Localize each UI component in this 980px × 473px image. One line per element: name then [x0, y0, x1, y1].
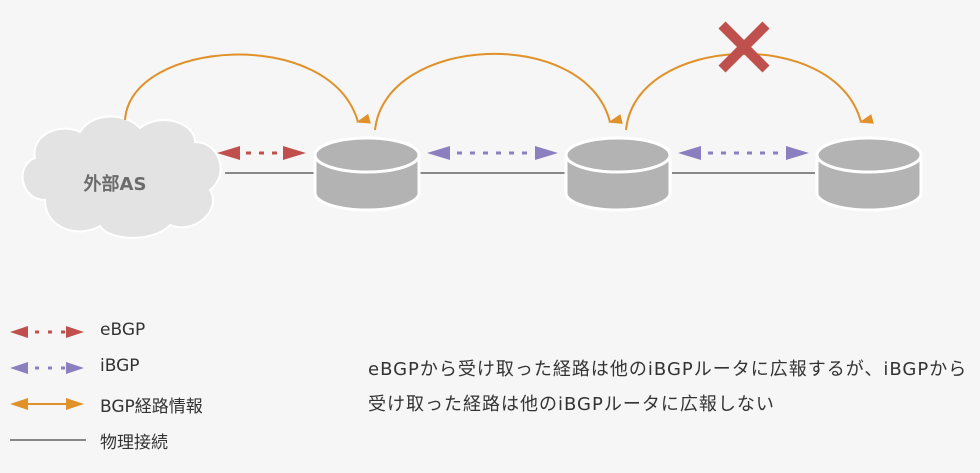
route-flow-arrow [374, 53, 623, 131]
ibgp-link-arrow [427, 146, 558, 160]
cloud-icon [21, 115, 222, 239]
legend-label: 物理接続 [100, 433, 168, 453]
external-as-label: 外部AS [83, 174, 147, 195]
router-icon [815, 136, 923, 212]
ebgp-link-arrow [217, 146, 306, 160]
route-flow-arrow [124, 53, 371, 124]
router-icon [564, 136, 672, 212]
legend-label: BGP経路情報 [100, 397, 203, 417]
route-flow-arrow [625, 53, 874, 131]
router-icon [313, 136, 421, 212]
explanation-note: eBGPから受け取った経路は他のiBGPルータに広報するが、iBGPから受け取っ… [368, 359, 968, 415]
physical-swatch-icon [10, 439, 86, 441]
ebgp-swatch-icon [10, 326, 84, 338]
legend-label: iBGP [100, 356, 140, 376]
ibgp-link-arrow [678, 146, 809, 160]
blocked-x-icon [718, 21, 770, 73]
route-swatch-icon [10, 398, 84, 410]
legend-label: eBGP [100, 320, 146, 340]
ibgp-swatch-icon [10, 362, 84, 374]
